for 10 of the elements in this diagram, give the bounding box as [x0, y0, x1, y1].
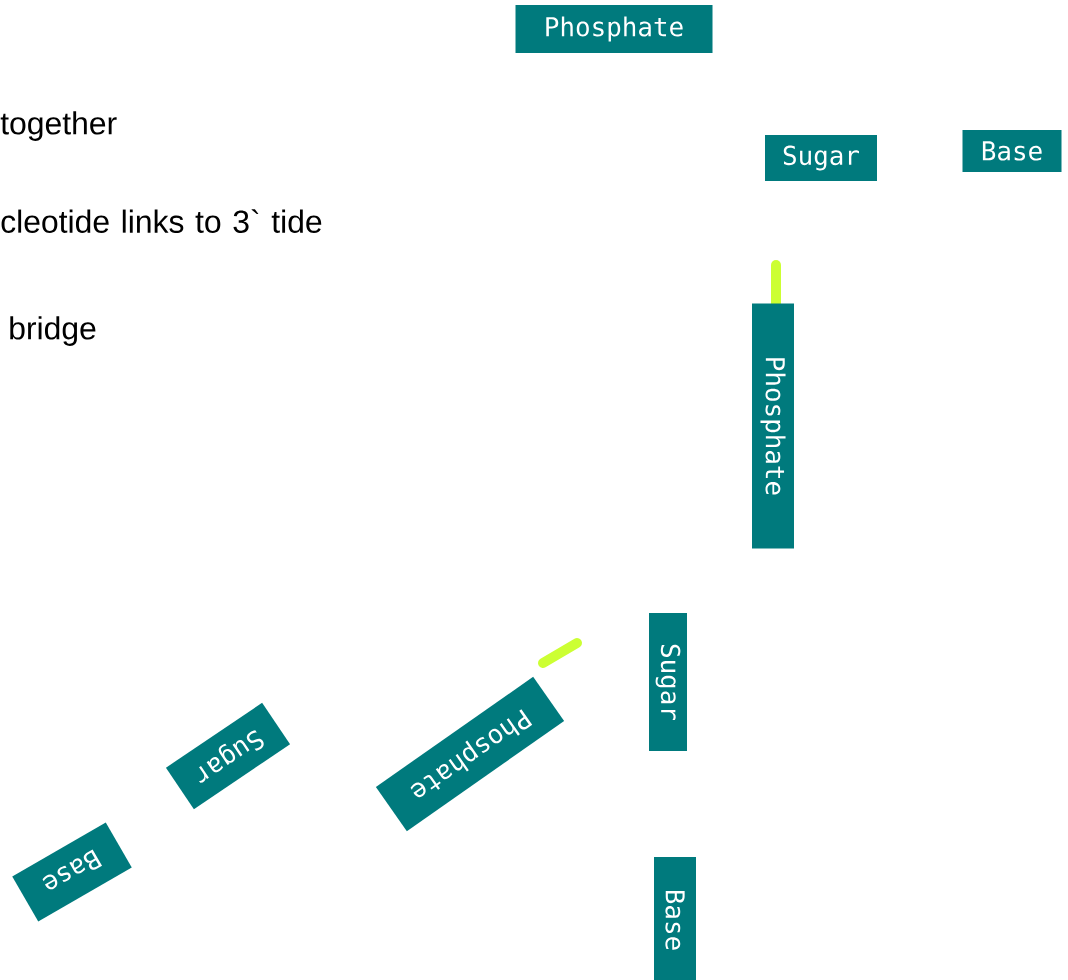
label-box: Base [654, 857, 696, 980]
label-box: Phosphate [515, 5, 713, 53]
text-line: together [0, 111, 117, 141]
label-box: Sugar [765, 135, 877, 181]
label-box: Phosphate [752, 303, 794, 549]
label-box: Sugar [649, 613, 687, 751]
text-line: bridge [10, 316, 96, 346]
label-box: Base [962, 130, 1062, 172]
text-line: cleotide links to 3` tide [1, 209, 322, 233]
label-box: Base [12, 822, 132, 922]
